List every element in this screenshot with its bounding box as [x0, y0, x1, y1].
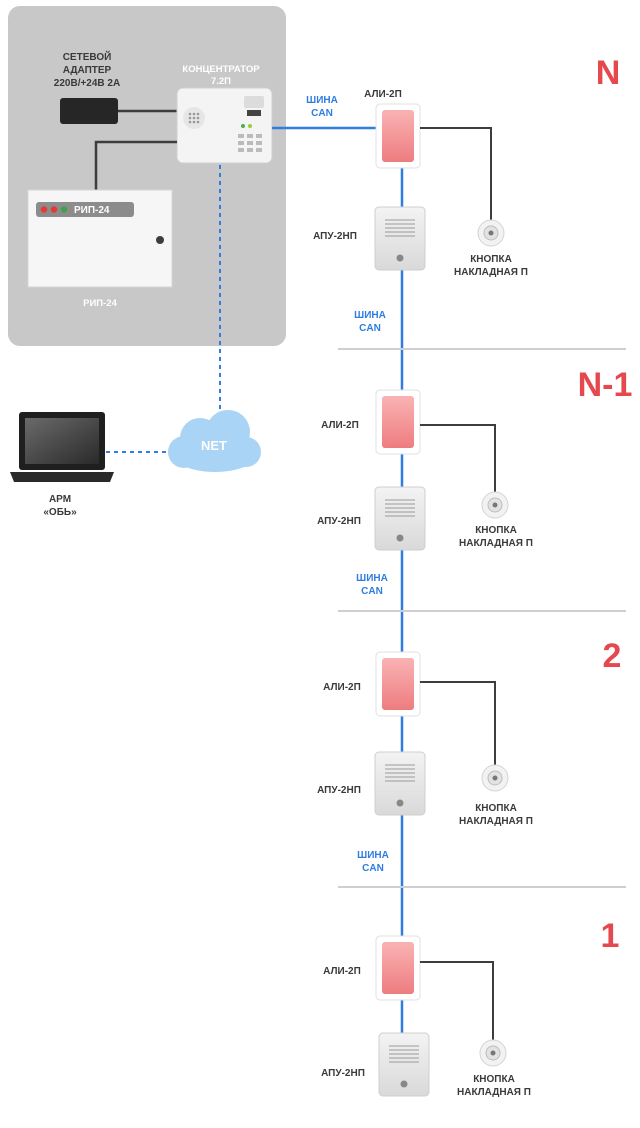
call-button-icon [481, 491, 509, 519]
net-label: NET [201, 438, 227, 453]
rip-caption: РИП-24 [83, 298, 117, 309]
hub-label-line-1: КОНЦЕНТРАТОР [182, 64, 260, 75]
arm-label-line-1: АРМ [49, 494, 71, 505]
net-cloud-icon [168, 410, 261, 472]
apu-label: АПУ-2НП [317, 785, 361, 796]
rip-power-supply: РИП-24 РИП-24 [27, 140, 177, 309]
apu-device [374, 206, 426, 271]
button-label-line-2: НАКЛАДНАЯ П [459, 816, 533, 827]
button-cable [420, 681, 496, 765]
adapter-label-line-1: СЕТЕВОЙ [63, 50, 112, 63]
can-label-line-1: ШИНА [356, 573, 388, 584]
button-cable [420, 961, 494, 1040]
floor-number: 1 [601, 917, 620, 955]
button-label-line-2: НАКЛАДНАЯ П [454, 267, 528, 278]
button-label-line-1: КНОПКА [470, 254, 512, 265]
arm-label-line-2: «ОБЬ» [43, 507, 77, 518]
apu-device [374, 751, 426, 816]
ali-label: АЛИ-2П [321, 420, 359, 431]
can-label-line-2: CAN [362, 863, 384, 874]
laptop-icon [10, 412, 114, 482]
adapter-label-line-3: 220В/+24В 2А [54, 78, 120, 89]
apu-label: АПУ-2НП [317, 516, 361, 527]
can-label-line-2: CAN [361, 586, 383, 597]
call-button-icon [481, 764, 509, 792]
button-label-line-2: НАКЛАДНАЯ П [459, 538, 533, 549]
ali-device [375, 389, 421, 455]
can-label-top-line-1: ШИНА [306, 95, 338, 106]
apu-device [378, 1032, 430, 1097]
rip-cable [94, 140, 177, 190]
rip-led-red-1 [40, 206, 48, 213]
button-label-line-1: КНОПКА [475, 525, 517, 536]
floor-dividers [338, 348, 626, 888]
floor-2: 2 АЛИ-2П АПУ-2НП КНОПКА НАКЛАДНАЯ П [317, 637, 621, 827]
floor-n: N АЛИ-2П АПУ-2НП КНОПКА НАКЛАДНАЯ П [313, 54, 620, 278]
call-button-icon [477, 219, 505, 247]
network-adapter: СЕТЕВОЙ АДАПТЕР 220В/+24В 2А [54, 50, 177, 124]
floor-1: 1 АЛИ-2П АПУ-2НП КНОПКА НАКЛАДНАЯ П [321, 917, 619, 1098]
ali-device [375, 651, 421, 717]
hub-label-line-2: 7.2П [211, 76, 231, 87]
call-button-icon [479, 1039, 507, 1067]
equipment-room: СЕТЕВОЙ АДАПТЕР 220В/+24В 2А КОНЦЕНТРАТО… [8, 6, 286, 346]
can-bus: ШИНА CAN ШИНА CAN ШИНА CAN ШИНА CAN [272, 95, 404, 1036]
button-label-line-1: КНОПКА [473, 1074, 515, 1085]
ali-label: АЛИ-2П [364, 89, 402, 100]
equipment-room-bg [8, 6, 286, 346]
button-cable [420, 424, 496, 492]
rip-led-green [60, 206, 68, 213]
ali-device [375, 103, 421, 169]
can-label-top-line-2: CAN [311, 108, 333, 119]
rip-lock-icon [156, 236, 164, 244]
floor-number: N-1 [578, 366, 633, 404]
rip-panel [36, 202, 134, 217]
hub-concentrator: КОНЦЕНТРАТОР 7.2П [176, 64, 273, 164]
can-label-line-1: ШИНА [357, 850, 389, 861]
apu-label: АПУ-2НП [321, 1068, 365, 1079]
floor-number: N [596, 54, 621, 92]
button-label-line-2: НАКЛАДНАЯ П [457, 1087, 531, 1098]
apu-device [374, 486, 426, 551]
can-label-line-2: CAN [359, 323, 381, 334]
rip-led-red-2 [50, 206, 58, 213]
ali-label: АЛИ-2П [323, 966, 361, 977]
network: NET АРМ «ОБЬ» [10, 165, 261, 518]
floor-n-1: N-1 АЛИ-2П АПУ-2НП КНОПКА НАКЛАДНАЯ П [317, 366, 633, 551]
ali-device [375, 935, 421, 1001]
button-label-line-1: КНОПКА [475, 803, 517, 814]
floor-number: 2 [603, 637, 622, 675]
hub-connector-icon [244, 96, 264, 108]
button-cable [420, 127, 492, 220]
ali-label: АЛИ-2П [323, 682, 361, 693]
adapter-label-line-2: АДАПТЕР [63, 65, 112, 76]
apu-label: АПУ-2НП [313, 231, 357, 242]
can-label-line-1: ШИНА [354, 310, 386, 321]
rip-panel-label: РИП-24 [74, 205, 110, 216]
adapter-body [60, 98, 118, 124]
